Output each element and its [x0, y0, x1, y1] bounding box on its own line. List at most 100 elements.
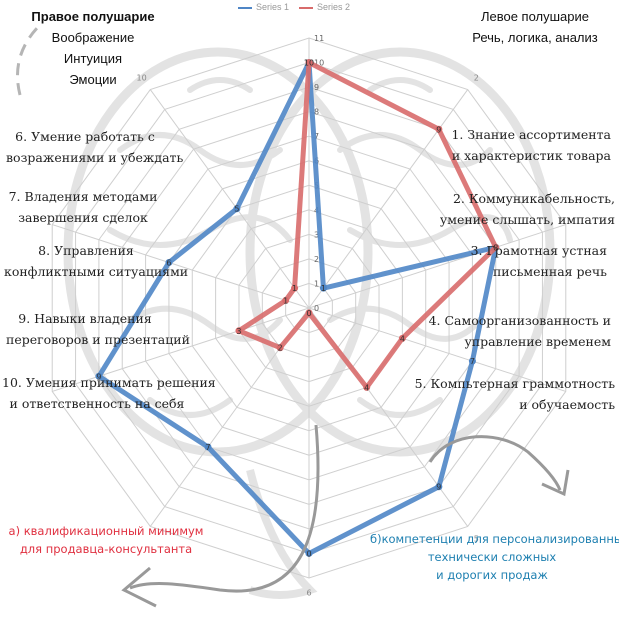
radial-tick-label: 10 — [314, 59, 324, 68]
brain-fold — [337, 132, 493, 168]
axis-label-1: 1. Знание ассортимента и характеристик т… — [451, 124, 611, 166]
brain-illustration — [16, 23, 555, 599]
axis-label-10: 10. Умения принимать решения и ответстве… — [2, 372, 216, 414]
arrow-to-note-b — [428, 435, 562, 491]
axis-label-4: 4. Самоорганизованность и управление вре… — [429, 310, 611, 352]
axis-label-line: и ответственность на себя — [9, 396, 185, 411]
series-1-data-label: 9 — [436, 483, 441, 492]
grid-spoke — [149, 89, 310, 309]
axis-label-6: 6. Умение работать с возражениями и убеж… — [6, 126, 184, 168]
outer-axis-label: 10 — [137, 74, 147, 83]
axis-label-8: 8. Управления конфликтными ситуациями — [4, 240, 189, 282]
brain-left-hemisphere — [63, 47, 373, 457]
brain-fold — [147, 397, 233, 418]
radial-tick-label: 3 — [314, 230, 319, 239]
axis-label-line: 4. Самоорганизованность и — [428, 313, 611, 328]
series-2-data-label: 1 — [283, 296, 288, 305]
header-line-intuition: Интуиция — [63, 51, 123, 66]
series-2-data-label: 2 — [278, 344, 283, 353]
brain-fold — [357, 397, 443, 418]
series-2-data-label: 3 — [236, 327, 241, 336]
radial-tick-label: 0 — [314, 304, 319, 313]
radar-grid: 0 1 2 3 4 5 6 7 8 9 10 11 10 2 5 6 — [51, 34, 567, 598]
radial-tick-label: 11 — [314, 34, 324, 43]
outer-axis-label: 6 — [306, 589, 311, 598]
series-2-point — [435, 125, 443, 133]
axis-label-3: 3. Грамотная устная письменная речь — [471, 240, 607, 282]
axis-label-line: 9. Навыки владения — [18, 311, 152, 326]
right-hemisphere-title: Правое полушарие — [31, 9, 155, 24]
series-1-data-label: 6 — [166, 258, 171, 267]
series-1-point — [305, 549, 313, 557]
left-hemisphere-title: Левое полушарие — [480, 9, 590, 24]
arrows-layer — [121, 424, 570, 608]
note-line: для продавца-консультанта — [19, 542, 193, 556]
legend-label-series1: Series 1 — [256, 2, 290, 12]
header-line-imagination: Воображение — [51, 30, 135, 45]
series-1-point — [468, 357, 476, 365]
axis-label-7: 7. Владения методами завершения сделок — [4, 186, 162, 228]
series-1-data-label: 7 — [470, 357, 475, 366]
axis-label-line: управление временем — [464, 334, 611, 349]
axis-label-line: возражениями и убеждать — [6, 150, 184, 165]
series-1-point — [435, 483, 443, 491]
legend-swatch-series1 — [238, 6, 252, 9]
series-2-data-label: 10 — [304, 59, 314, 68]
axis-label-line: и обучаемость — [519, 397, 615, 412]
axis-label-line: конфликтными ситуациями — [4, 264, 189, 279]
axis-label-line: умение слышать, импатия — [439, 212, 615, 227]
radial-tick-label: 7 — [314, 132, 319, 141]
arrow-head-a — [121, 566, 157, 608]
header-line-speech-logic: Речь, логика, анализ — [472, 30, 598, 45]
series-2-data-label: 0 — [306, 309, 311, 318]
axis-label-line: завершения сделок — [18, 210, 148, 225]
axis-label-line: и характеристик товара — [451, 148, 611, 163]
series-1-data-label: 7 — [205, 443, 210, 452]
axis-label-5: 5. Компьтерная граммотность и обучаемост… — [415, 373, 615, 415]
brain-fold — [367, 77, 433, 93]
radial-tick-label: 9 — [314, 83, 319, 92]
brain-right-hemisphere — [245, 47, 555, 457]
note-line: и дорогих продаж — [436, 568, 548, 582]
dashed-arc — [16, 23, 42, 96]
axis-label-line: 10. Умения принимать решения — [2, 375, 216, 390]
series-2-data-label: 4 — [364, 383, 369, 392]
series-1-data-label: 5 — [234, 205, 239, 214]
radial-tick-label: 8 — [314, 108, 319, 117]
arrow-to-note-a — [129, 424, 320, 593]
axis-label-line: переговоров и презентаций — [6, 332, 190, 347]
series-2-point — [398, 334, 406, 342]
series-2-data-label: 8 — [493, 243, 498, 252]
series-2-point — [305, 59, 313, 67]
axis-label-line: 2. Коммуникабельность, — [452, 191, 615, 206]
series-2-data-label: 9 — [436, 125, 441, 134]
series-2-point — [235, 327, 243, 335]
series-2-data-label: 4 — [400, 334, 405, 343]
legend-item-series1: Series 1 — [238, 2, 289, 12]
series-2-point — [291, 284, 299, 292]
grid-spoke — [308, 224, 566, 309]
series-1-point — [204, 443, 212, 451]
legend-label-series2: Series 2 — [317, 2, 351, 12]
brain-fold — [327, 305, 483, 342]
axis-label-line: 6. Умение работать с — [15, 129, 155, 144]
outer-axis-label: 5 — [474, 534, 479, 543]
axis-label-9: 9. Навыки владения переговоров и презент… — [6, 308, 190, 350]
axis-label-line: 8. Управления — [38, 243, 134, 258]
right-hemisphere-header: Правое полушарие Воображение Интуиция Эм… — [18, 6, 168, 90]
brain-fold — [347, 214, 513, 248]
radial-tick-label: 2 — [314, 255, 319, 264]
axis-label-line: 1. Знание ассортимента — [451, 127, 611, 142]
outer-axis-label: 2 — [474, 74, 479, 83]
note-line: б)компетенции для персонализированных — [370, 532, 619, 546]
series-2-point — [492, 243, 500, 251]
series-1-data-label: 0 — [306, 549, 311, 558]
axis-label-2: 2. Коммуникабельность, умение слышать, и… — [440, 188, 615, 230]
grid-spoke — [308, 307, 566, 392]
series-1-point — [165, 258, 173, 266]
note-line: а) квалификационный минимум — [8, 524, 204, 538]
brain-fold — [127, 305, 283, 342]
note-qualification-minimum: а) квалификационный минимум для продавца… — [6, 522, 206, 558]
axis-label-line: письменная речь — [492, 264, 607, 279]
